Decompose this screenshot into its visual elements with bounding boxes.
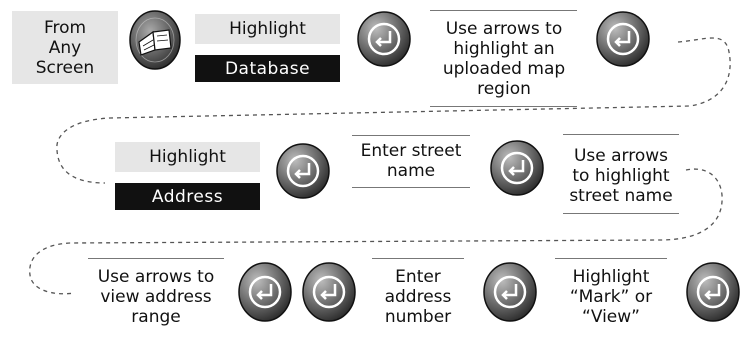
step-view-range: Use arrows to view address range [85,267,227,327]
step-text-line: uploaded map [442,59,566,79]
step-mark-view: Highlight “Mark” or “View” [551,267,671,327]
step-text-line: name [386,161,436,181]
step-text-line: region [477,79,531,99]
step-text-line: Use arrows to [97,267,215,287]
enter-key-icon[interactable] [238,262,292,322]
step-text-line: street name [569,186,673,206]
enter-key-icon[interactable] [483,262,537,322]
step-text-line: Enter [395,267,441,287]
divider [88,258,224,259]
address-key[interactable]: Address [115,183,260,210]
enter-key-icon[interactable] [686,262,740,322]
step-text-line: “View” [582,307,640,327]
divider [352,187,470,188]
divider [555,258,667,259]
step-text-line: Use arrows to [445,19,563,39]
step-select-region: Use arrows to highlight an uploaded map … [428,19,580,99]
divider [352,135,470,136]
start-label: From Any Screen [12,11,118,84]
divider [563,213,679,214]
highlight-database-label: Highlight [195,14,340,44]
step-text-line: to highlight [572,166,670,186]
enter-key-icon[interactable] [596,11,650,67]
enter-key-icon[interactable] [357,11,411,67]
start-label-line: Screen [35,57,95,78]
divider [430,10,577,11]
book-icon[interactable] [129,10,181,70]
step-text-line: “Mark” or [569,287,653,307]
enter-key-icon[interactable] [490,140,544,196]
step-text-line: Use arrows [573,146,669,166]
step-text-line: Enter street [360,141,462,161]
step-enter-number: Enter address number [366,267,470,327]
step-enter-street: Enter street name [348,141,474,181]
start-label-line: Any [48,37,82,58]
connector-row2-to-row3 [29,168,723,295]
step-text-line: highlight an [453,39,555,59]
step-text-line: number [384,307,452,327]
step-text-line: address [384,287,452,307]
step-select-street: Use arrows to highlight street name [558,146,684,206]
step-text-line: view address [100,287,212,307]
highlight-address-label: Highlight [115,142,260,172]
divider [563,134,679,135]
enter-key-icon[interactable] [276,143,330,199]
divider [372,258,464,259]
database-key[interactable]: Database [195,55,340,82]
start-label-line: From [43,17,87,38]
divider [430,106,577,107]
step-text-line: Highlight [572,267,650,287]
enter-key-icon[interactable] [302,262,356,322]
step-text-line: range [131,307,181,327]
